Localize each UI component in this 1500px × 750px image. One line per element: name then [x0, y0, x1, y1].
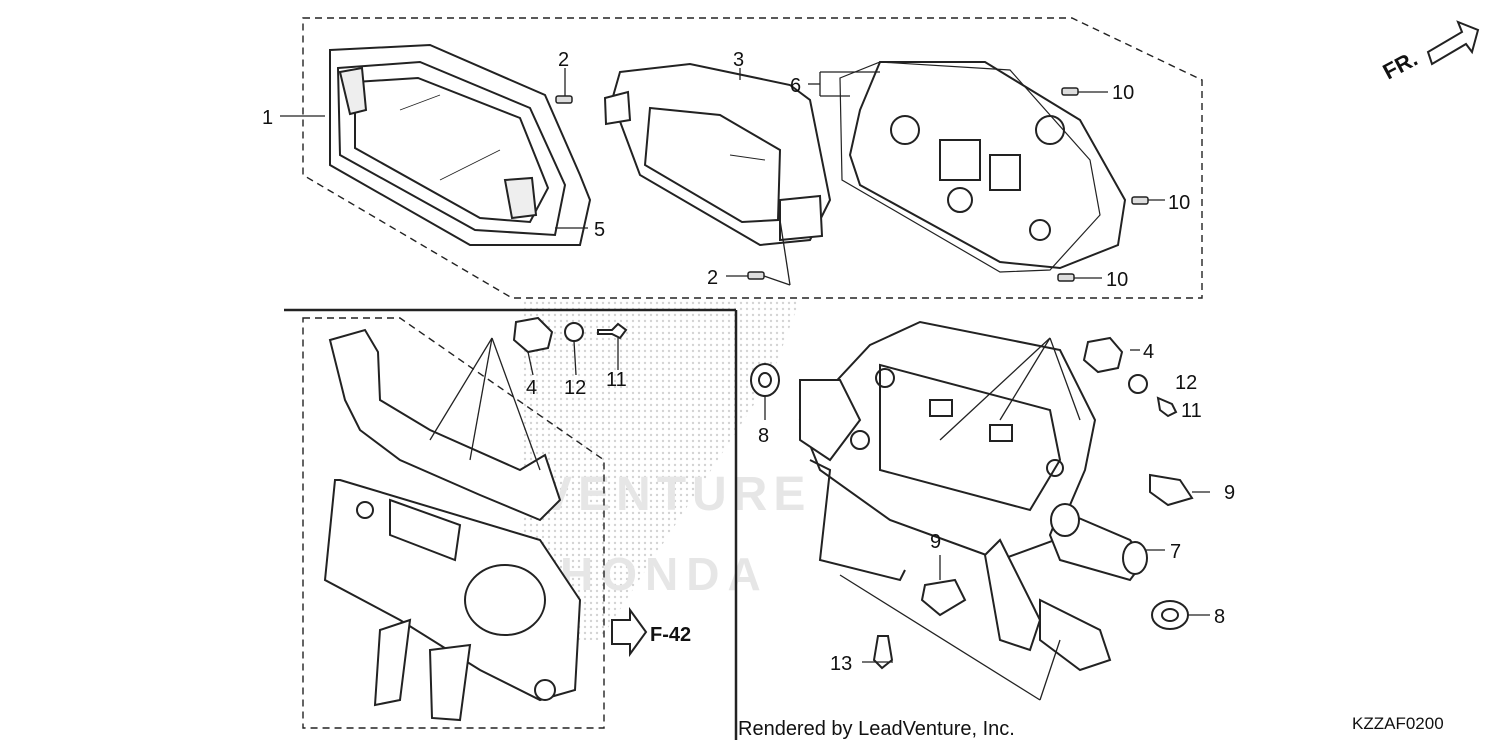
- callout-2-lower: 2: [707, 267, 718, 289]
- callout-12-left: 12: [564, 377, 586, 399]
- credit-text: Rendered by LeadVenture, Inc.: [738, 718, 1015, 740]
- meter-assembly: [603, 62, 832, 247]
- reference-arrow: [611, 606, 648, 658]
- callout-8-right: 8: [1214, 606, 1225, 628]
- callout-6: 6: [790, 75, 801, 97]
- callout-7: 7: [1170, 541, 1181, 563]
- leader-lines-left: [429, 337, 619, 471]
- fasteners-right: [750, 336, 1194, 670]
- leader-lines-top: [280, 68, 1165, 286]
- callout-10-top: 10: [1112, 82, 1134, 104]
- callout-9-left: 9: [930, 531, 941, 553]
- callout-10-middle: 10: [1168, 192, 1190, 214]
- callout-3: 3: [733, 49, 744, 71]
- callout-11-left: 11: [606, 369, 627, 391]
- callout-1: 1: [262, 107, 273, 129]
- fasteners-left: [512, 316, 628, 354]
- callout-5: 5: [594, 219, 605, 241]
- callout-13: 13: [830, 653, 852, 675]
- svg-text:VENTURE: VENTURE: [540, 468, 811, 521]
- front-direction-arrow: FR.: [1379, 20, 1480, 85]
- meter-stay-assembly: [798, 320, 1112, 672]
- front-label: FR.: [1379, 46, 1422, 85]
- callout-4-right: 4: [1143, 341, 1154, 363]
- callout-4-left: 4: [526, 377, 537, 399]
- watermark-logo: VENTURE HONDA: [520, 300, 811, 640]
- callout-11-right: 11: [1181, 400, 1202, 422]
- callout-10-bottom: 10: [1106, 269, 1128, 291]
- meter-lens-cover: [329, 43, 592, 246]
- callout-12-right: 12: [1175, 372, 1197, 394]
- meter-case: [839, 61, 1127, 273]
- harness-holder: [1048, 503, 1148, 582]
- reference-label: F-42: [650, 624, 691, 646]
- meter-stay-reference: [323, 328, 582, 722]
- leader-lines-right: [764, 337, 1210, 701]
- callout-9-right: 9: [1224, 482, 1235, 504]
- callout-2-upper: 2: [558, 49, 569, 71]
- meter-group-outline: [302, 17, 1203, 299]
- callout-8-left: 8: [758, 425, 769, 447]
- callout-labels: 1 2 3 5 6 10 10 10 2 4 12 11 4 12 11 8 8…: [262, 49, 1235, 675]
- svg-text:HONDA: HONDA: [560, 548, 769, 600]
- diagram-code: KZZAF0200: [1352, 714, 1444, 733]
